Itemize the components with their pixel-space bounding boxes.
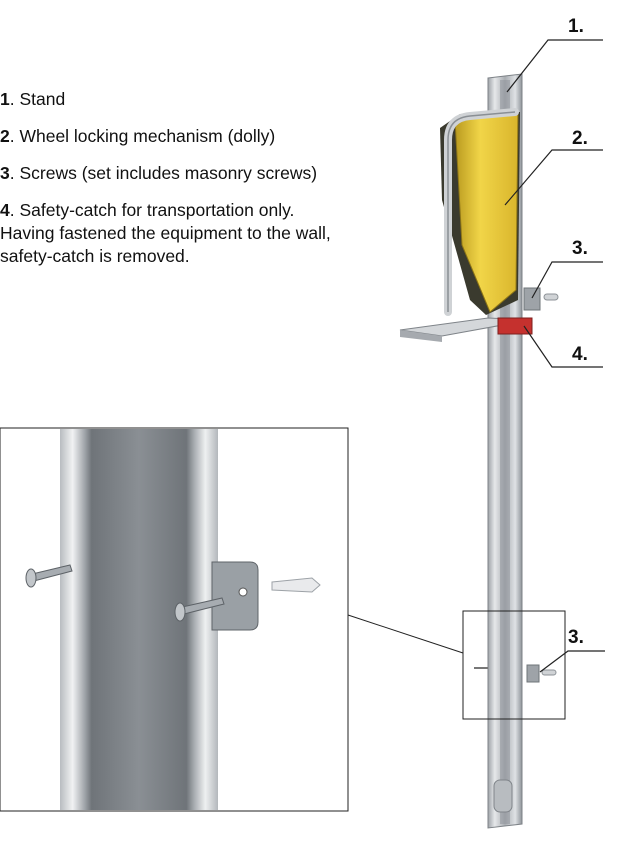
legend: 1. Stand 2. Wheel locking mechanism (dol…	[0, 88, 380, 282]
leader-lines	[504, 39, 605, 673]
callout-catch: 4.	[572, 344, 588, 365]
callout-screws-top: 3.	[572, 238, 588, 259]
callout-screws-bottom: 3.	[568, 627, 584, 648]
screw-bracket-bottom	[474, 664, 557, 683]
zoom-detail-panel	[0, 427, 349, 812]
callout-dolly: 2.	[572, 128, 588, 149]
zoom-focus-box	[462, 610, 566, 720]
legend-item-1: 1. Stand	[0, 89, 66, 109]
wheel-locking-mechanism	[399, 108, 531, 342]
zoom-connector	[347, 614, 464, 654]
safety-catch	[497, 317, 533, 335]
legend-item-2: 2. Wheel locking mechanism (dolly)	[0, 126, 276, 146]
legend-item-3: 3. Screws (set includes masonry screws)	[0, 163, 318, 183]
legend-item-4: 4. Safety-catch for transportation only.…	[0, 200, 331, 266]
screw-bracket-top	[523, 287, 559, 311]
callout-stand: 1.	[568, 16, 584, 37]
